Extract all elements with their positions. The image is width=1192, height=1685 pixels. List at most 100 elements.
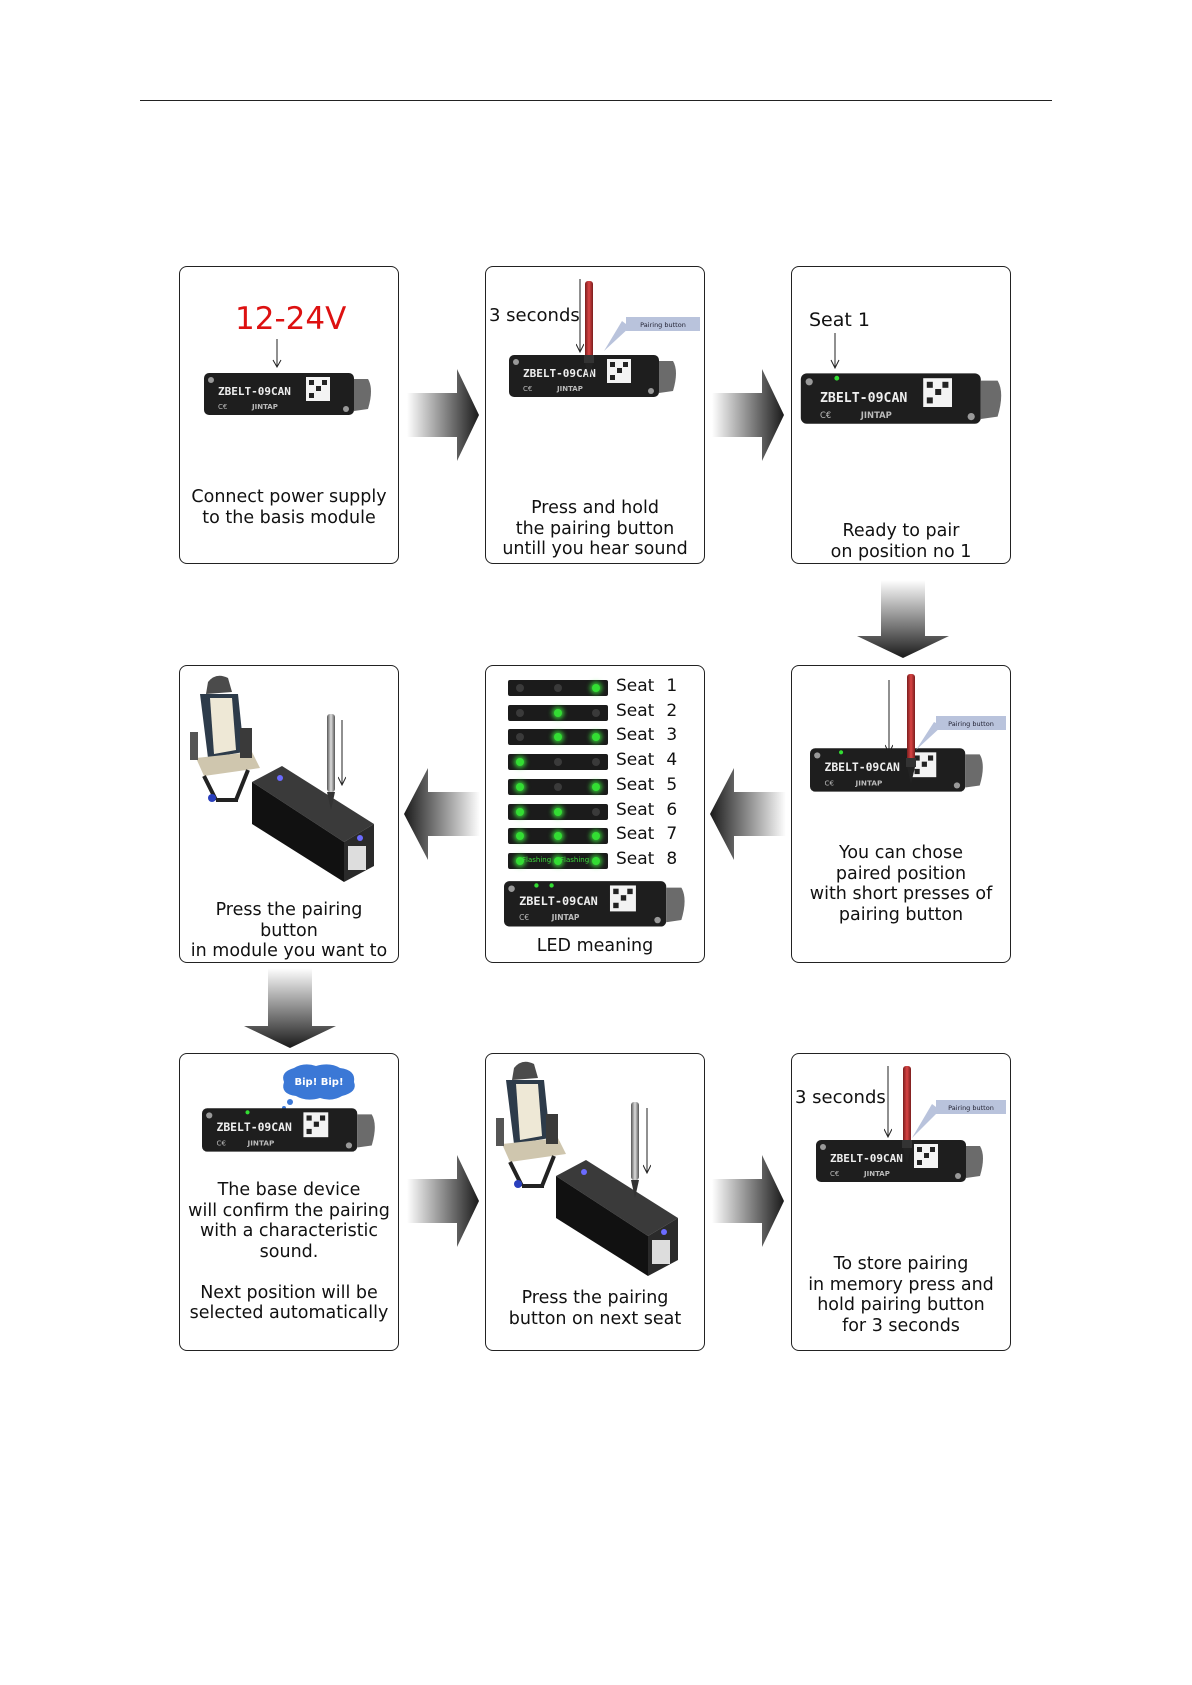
device-label: ZBELT-09CAN (216, 1120, 291, 1134)
svg-text:JINTAP: JINTAP (863, 1170, 890, 1178)
header-rule (140, 100, 1052, 101)
svg-text:C€: C€ (216, 1138, 226, 1147)
step-caption: Connect power supply to the basis module (191, 487, 387, 528)
seat-word: Seat (616, 774, 655, 795)
seat-number: 4 (666, 750, 678, 771)
seat-label: Seat 8 (616, 849, 677, 869)
down-arrow-icon (576, 279, 584, 353)
led-off-indicator (516, 684, 524, 692)
led-off-indicator (592, 807, 600, 816)
seat-word: Seat (616, 725, 655, 746)
pen-icon (906, 674, 916, 784)
led-off-indicator (554, 782, 562, 791)
module-device-icon: ZBELT-09CAN C€ JINTAP (816, 1140, 983, 1182)
device-label: ZBELT-09CAN (824, 760, 899, 774)
svg-text:C€: C€ (830, 1170, 839, 1178)
led-on-indicator (592, 733, 600, 742)
down-arrow-icon (338, 720, 346, 786)
pen-icon (631, 1102, 639, 1198)
device-label: ZBELT-09CAN (218, 385, 291, 398)
led-on-indicator (592, 856, 600, 865)
seat-number: 1 (666, 676, 678, 696)
module-device-icon: ZBELT-09CAN C€ JINTAP (800, 373, 1002, 424)
step-panel-9: 3 seconds ZBELT-09CAN C€ JINTAP Pairing … (791, 1053, 1011, 1351)
down-arrow-icon (272, 339, 282, 369)
seat-word: Seat (616, 848, 655, 869)
led-row (508, 778, 608, 795)
seat-label: Seat 3 (616, 725, 677, 745)
led-on-indicator (554, 856, 562, 865)
seat-number: 3 (666, 725, 678, 746)
seat-word: Seat (616, 799, 655, 820)
pen-icon (327, 714, 335, 810)
led-on-indicator (554, 832, 562, 841)
step-panel-6: Press the pairing button in module you w… (179, 665, 399, 963)
step-panel-4: ZBELT-09CAN C€ JINTAP Pairing button You… (791, 665, 1011, 963)
led-off-indicator (516, 708, 524, 717)
flashing-label: Flashing (560, 855, 590, 864)
led-row (508, 754, 608, 771)
flow-arrow-icon (712, 369, 784, 461)
module-device-icon: ZBELT-09CAN C€ JINTAP (509, 355, 676, 397)
flashing-label: Flashing (522, 855, 552, 864)
step-panel-7: Bip! Bip! ZBELT-09CAN C€ JINTAP The base… (179, 1053, 399, 1351)
speech-bubble-icon: Bip! Bip! (282, 1064, 355, 1110)
led-on-indicator (554, 733, 562, 742)
duration-label: 3 seconds (489, 305, 580, 326)
led-row: Flashing Flashing (508, 852, 608, 869)
led-on-indicator (516, 758, 524, 767)
flow-arrow-icon (407, 1155, 479, 1247)
seat-label: Seat 4 (616, 750, 677, 770)
step-panel-3: Seat 1 ZBELT-09CAN C€ JINTAP Ready to pa… (791, 266, 1011, 564)
device-label: ZBELT-09CAN (519, 894, 598, 908)
step-caption: LED meaning (536, 936, 654, 956)
led-row (508, 729, 608, 746)
svg-text:C€: C€ (820, 410, 831, 420)
seat-word: Seat (616, 750, 655, 771)
duration-label: 3 seconds (795, 1087, 886, 1108)
bubble-text: Bip! Bip! (294, 1077, 343, 1088)
seat-label: Seat 1 (809, 309, 870, 331)
tag-callout: Pairing button (916, 716, 1006, 750)
step-panel-2: 3 seconds ZBELT-09CAN C€ JINTAP Pairing … (485, 266, 705, 564)
led-off-indicator (554, 758, 562, 767)
step-panel-8: Press the pairing button on next seat (485, 1053, 705, 1351)
seat-module-icon (556, 1160, 678, 1276)
svg-text:JINTAP: JINTAP (251, 403, 278, 411)
svg-text:JINTAP: JINTAP (556, 385, 583, 393)
device-label: ZBELT-09CAN (523, 367, 596, 380)
flow-arrow-icon (244, 968, 336, 1048)
step-panel-1: 12-24V ZBELT-09CAN C€ JINTAP Connect pow… (179, 266, 399, 564)
down-arrow-icon (643, 1108, 651, 1174)
led-row (508, 704, 608, 721)
seat-module-icon (252, 766, 374, 882)
seat-number: 6 (666, 799, 678, 820)
svg-text:C€: C€ (824, 778, 834, 787)
tag-callout: Pairing button (604, 317, 700, 351)
voltage-label: 12-24V (235, 301, 347, 337)
device-label: ZBELT-09CAN (820, 391, 907, 406)
svg-text:C€: C€ (523, 385, 532, 393)
led-off-indicator (592, 758, 600, 767)
led-row (508, 803, 608, 820)
led-on-indicator (516, 832, 524, 841)
led-on-indicator (592, 782, 600, 791)
svg-text:C€: C€ (218, 403, 227, 411)
module-device-icon: ZBELT-09CAN C€ JINTAP (202, 1108, 375, 1152)
led-off-indicator (516, 733, 524, 742)
device-label: ZBELT-09CAN (830, 1152, 903, 1165)
seat-word: Seat (616, 700, 655, 721)
led-on-indicator (516, 782, 524, 791)
step-caption: You can chose paired position with short… (809, 843, 993, 925)
led-on-indicator (516, 807, 524, 816)
tag-label: Pairing button (948, 720, 994, 728)
down-arrow-icon (830, 333, 840, 369)
pen-icon (902, 1066, 912, 1164)
tag-callout: Pairing button (912, 1100, 1006, 1138)
tag-label: Pairing button (640, 321, 686, 329)
seat-number: 8 (666, 848, 678, 869)
